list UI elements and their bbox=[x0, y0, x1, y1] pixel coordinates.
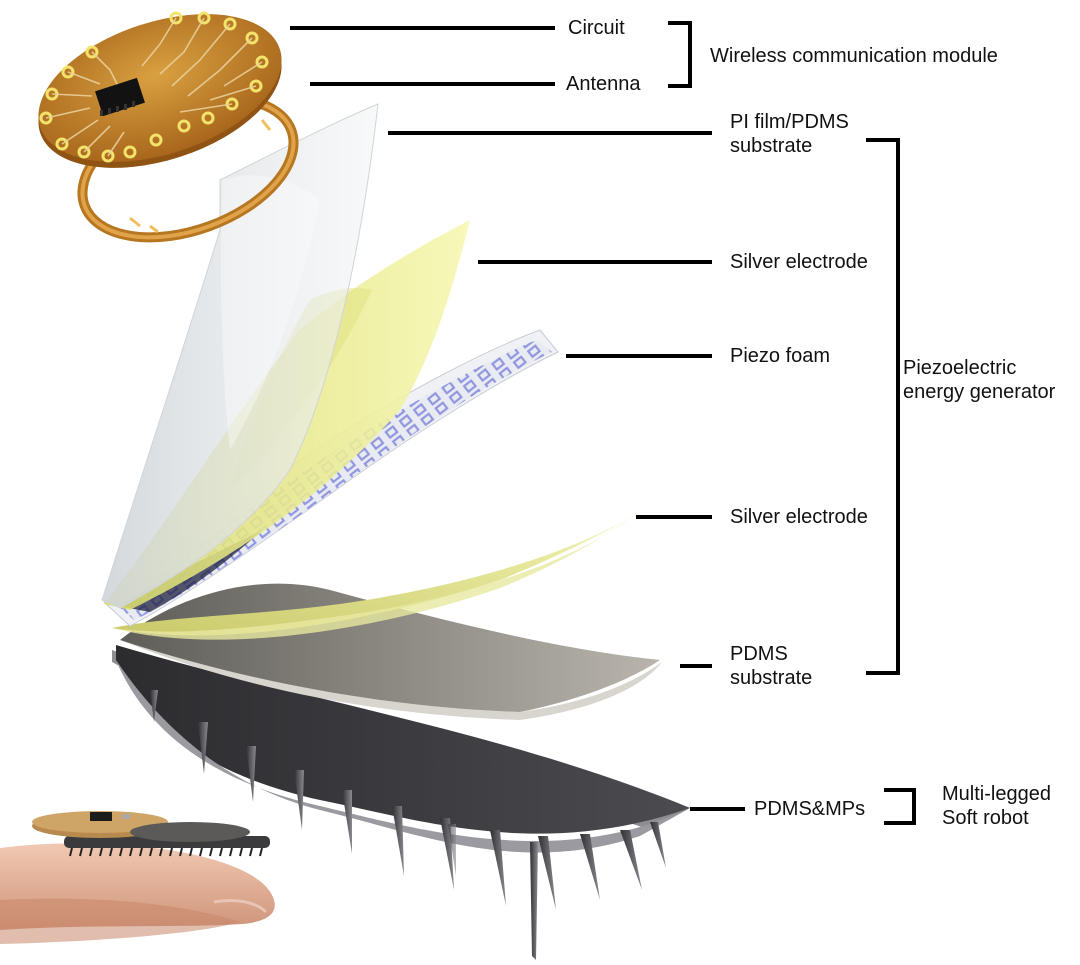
pdms-substrate-label: PDMS substrate bbox=[730, 643, 813, 689]
silver-electrode-bottom-layer bbox=[112, 514, 636, 640]
leader-lines bbox=[290, 21, 916, 825]
finger-photo bbox=[0, 811, 275, 944]
wireless-module bbox=[38, 11, 299, 243]
soft-robot-label: Multi-legged Soft robot bbox=[942, 783, 1051, 829]
circuit-board bbox=[38, 11, 282, 168]
silver-electrode-top-label: Silver electrode bbox=[730, 251, 868, 273]
wireless-module-label: Wireless communication module bbox=[710, 45, 998, 67]
wireless-bracket bbox=[668, 21, 692, 88]
robot-base-layer bbox=[112, 645, 690, 960]
antenna-label: Antenna bbox=[566, 73, 641, 95]
piezo-foam-label: Piezo foam bbox=[730, 345, 831, 367]
pi-film-layer bbox=[101, 103, 379, 609]
pdms-mps-label: PDMS&MPs bbox=[754, 798, 866, 820]
pi-film-label: PI film/PDMS substrate bbox=[730, 111, 849, 157]
mini-robot-photo bbox=[32, 811, 270, 857]
generator-bracket bbox=[866, 138, 900, 675]
piezoelectric-generator-label: Piezoelectric energy generator bbox=[903, 357, 1056, 403]
circuit-label: Circuit bbox=[568, 17, 625, 39]
silver-electrode-bottom-label: Silver electrode bbox=[730, 506, 868, 528]
robot-bracket bbox=[884, 788, 916, 825]
robot-legs bbox=[150, 690, 666, 960]
